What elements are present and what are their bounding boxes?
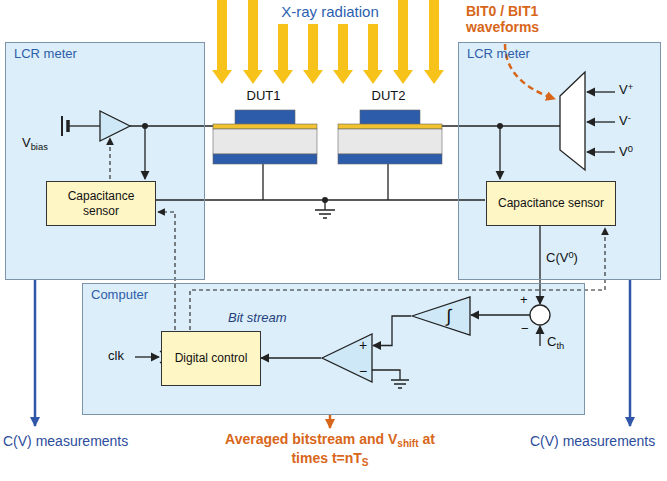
ground-symbol [315,209,335,211]
output-label: Averaged bitstream and Vshift at times t… [210,431,450,468]
wire [587,151,615,152]
control-line [158,212,175,330]
triangle-outline [412,297,470,335]
control-box: Digital control [161,331,261,386]
output-label: C(V) measurements [3,433,128,449]
ground-symbol [398,387,402,389]
sensor-box: Capacitance sensor [486,181,616,226]
wire [135,356,159,357]
device-label: DUT1 [205,88,322,104]
integrator-symbol: ∫ [411,296,471,336]
multiplexer-symbol [560,72,585,170]
signal-name: Vbias [22,136,48,153]
wire [387,164,388,200]
wire [372,370,400,380]
wire [539,326,540,346]
ground-symbol [323,217,327,219]
panel-fill [458,42,661,280]
wire [68,125,100,126]
symbol-mark: − [357,363,369,379]
signal-name: V+ [619,82,633,98]
signal-connector [373,316,411,346]
symbol-mark: ∫ [439,296,459,336]
output-line [34,280,37,426]
xray-arrow [243,0,263,84]
amplifier-symbol [100,111,130,141]
panel-fill [82,283,585,415]
signal-name: clk [108,349,124,364]
ground-symbol [391,379,409,381]
device-layer [213,124,317,129]
wire [499,126,500,179]
device-layer [235,110,295,124]
xray-arrow [273,24,293,84]
box-label: Capacitance sensor [53,189,149,218]
xray-arrow [393,0,413,84]
comparator-symbol: +− [321,333,373,383]
device-layer [338,124,442,129]
summing-junction [530,305,550,325]
panel-title: LCR meter [467,46,530,61]
signal-name: C(V0) [546,250,578,266]
wire [262,164,263,200]
ground-symbol [319,213,331,215]
device-label: DUT2 [330,88,447,104]
wire [539,225,540,304]
signal-name: V0 [619,144,633,160]
sensor-box: Capacitance sensor [46,181,156,226]
device-layer [360,110,420,124]
control-line [109,138,110,179]
wire [587,121,615,122]
output-line [629,280,632,426]
battery-plate [61,116,63,136]
output-label: C(V) measurements [530,433,655,449]
integrator-symbol-outline [411,296,471,336]
signal-name: Cth [547,335,564,352]
callout-text: BIT0 / BIT1 waveforms [466,3,574,35]
xray-arrow [303,24,323,84]
output-line [329,415,332,428]
xray-arrow [212,0,232,84]
control-line [190,228,605,330]
computer-panel: Digital control+−∫Computer [82,283,585,415]
device-layer [338,129,442,154]
edge-label: Bit stream [226,311,289,326]
lcr-meter-panel: Capacitance sensor LCR meter [5,42,205,280]
wire [587,91,615,92]
device-layer [213,129,317,154]
triangle-outline [322,334,372,382]
signal-connector [261,357,321,358]
xray-arrow [363,24,383,84]
panel-title: LCR meter [14,46,77,61]
symbol-mark: + [357,337,369,353]
figure-title: X-ray radiation [272,3,388,20]
box-label: Digital control [175,351,248,365]
ground-symbol [394,383,406,385]
device-under-test: DUT2 [330,88,447,168]
lcr-meter-panel: Capacitance sensor LCR meter [458,42,661,280]
panel-title: Computer [91,287,148,302]
device-under-test: DUT1 [205,88,322,168]
sign-mark: + [520,293,528,308]
xray-arrow [333,24,353,84]
ground-symbol [324,200,325,210]
wire [471,314,530,315]
device-layer [213,154,317,164]
signal-name: V- [619,113,631,129]
wire [144,126,145,179]
sign-mark: − [521,322,529,337]
xray-arrow [424,0,444,84]
device-layer [338,154,442,164]
box-label: Capacitance sensor [498,196,604,210]
